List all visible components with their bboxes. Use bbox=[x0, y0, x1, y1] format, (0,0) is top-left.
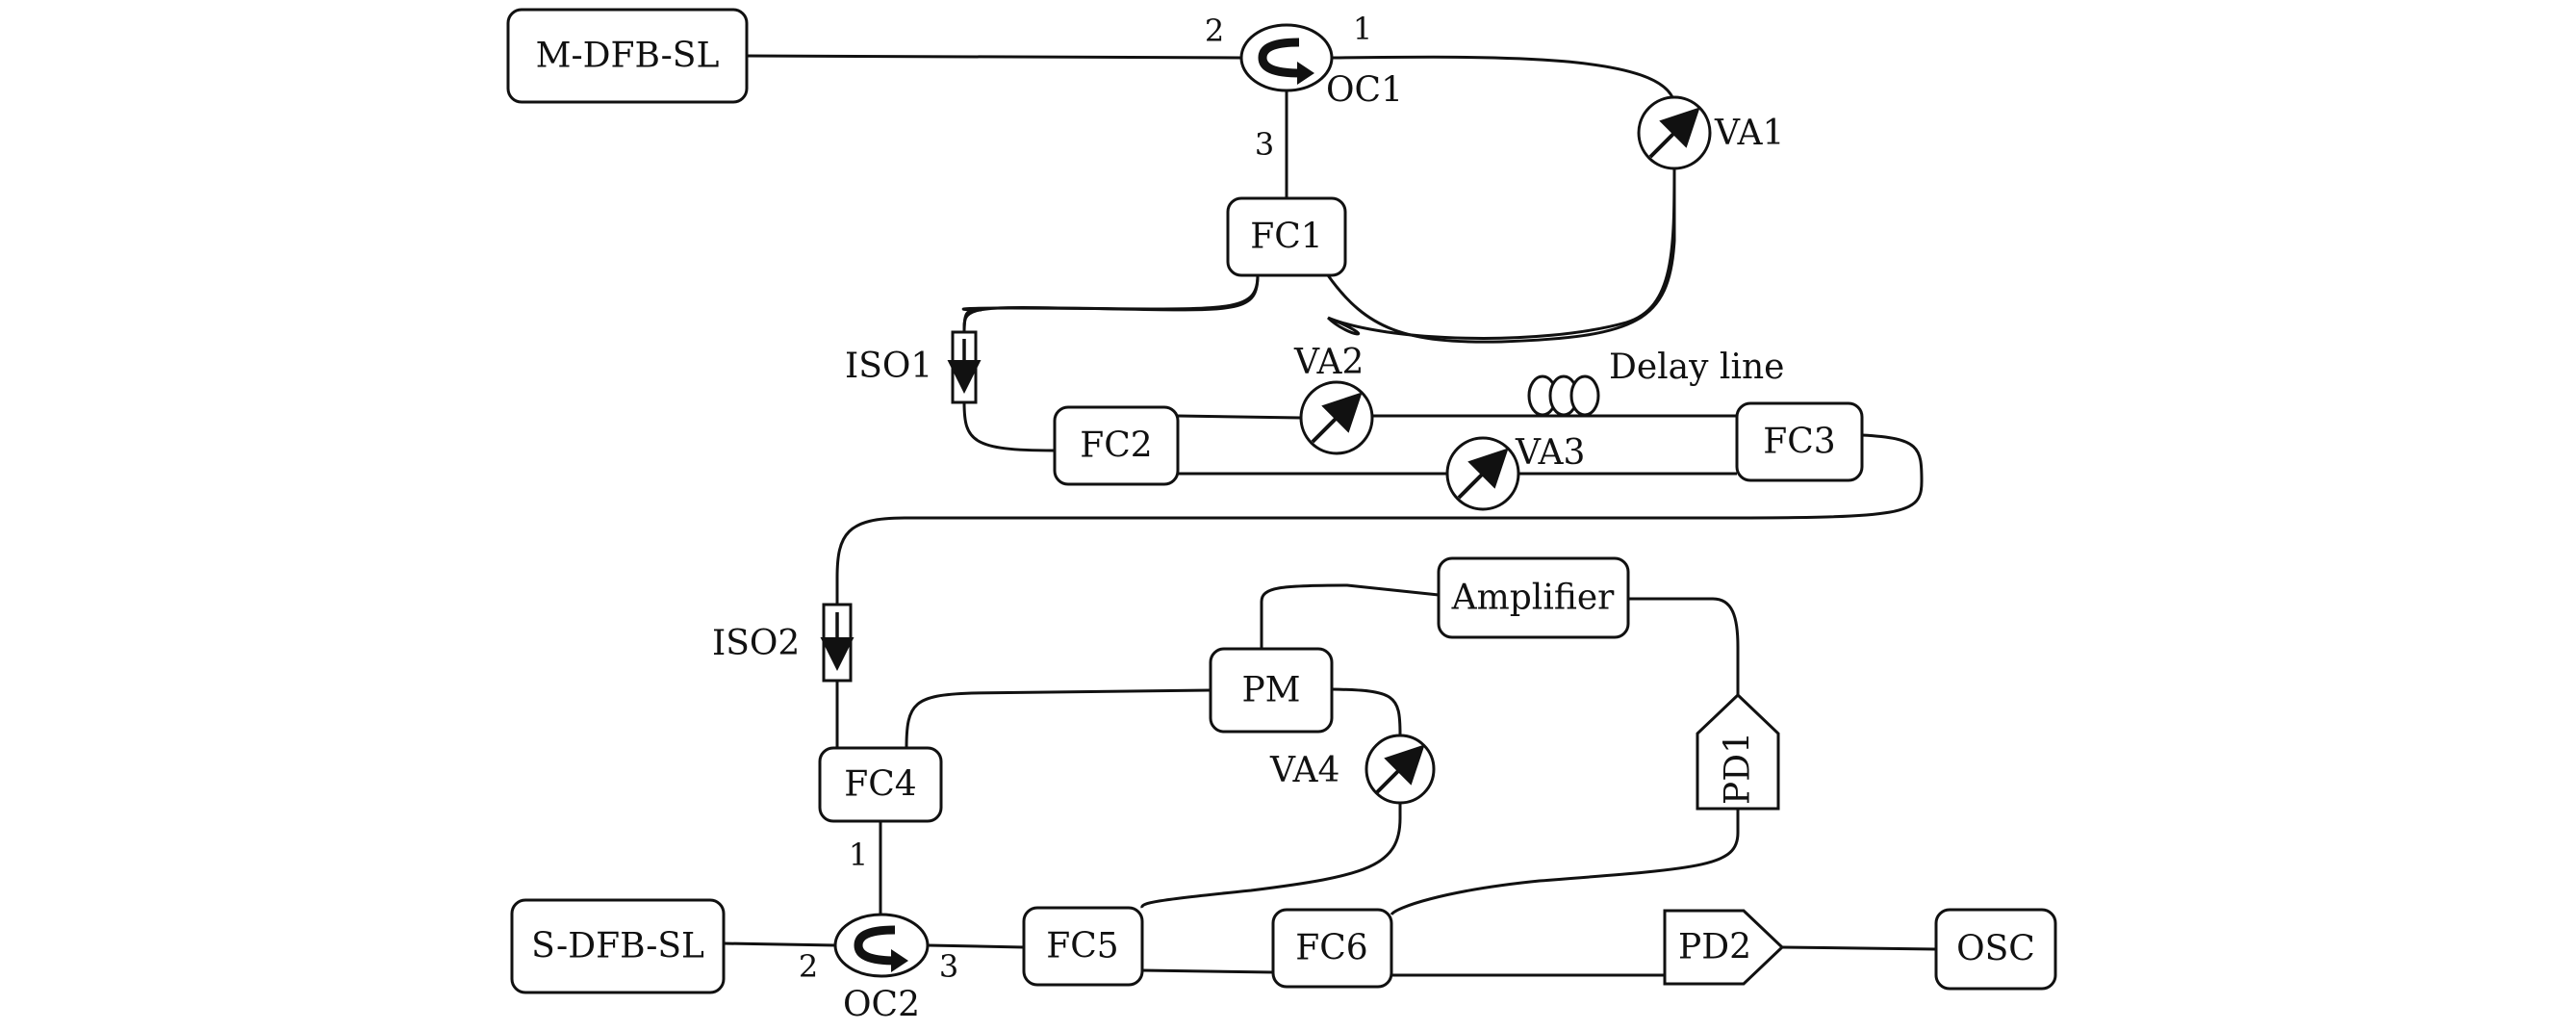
wire-fc2-va2 bbox=[1177, 414, 1302, 420]
fc4-box: FC4 bbox=[818, 746, 943, 823]
wire-fc4-pm bbox=[905, 688, 1211, 749]
osc-box: OSC bbox=[1934, 908, 2057, 991]
wire-fc3-iso2 bbox=[835, 433, 1924, 605]
fc6-label: FC6 bbox=[1295, 929, 1367, 968]
oc1-circulator: OC1 2 1 3 bbox=[1205, 11, 1403, 163]
oc2-port1-label: 1 bbox=[849, 837, 868, 873]
wire-oc1-va1 bbox=[1331, 55, 1676, 104]
wire-va1-fc1 bbox=[1326, 162, 1676, 340]
wire-sdfb-oc2 bbox=[723, 941, 837, 947]
iso2-isolator: ISO2 bbox=[712, 603, 854, 683]
fc5-box: FC5 bbox=[1022, 906, 1144, 987]
wire-va1-fc1-b bbox=[1326, 163, 1676, 344]
wire-fc1-iso1 bbox=[961, 274, 1260, 333]
va4-attenuator: VA4 bbox=[1269, 734, 1436, 805]
s-dfb-sl-box: S-DFB-SL bbox=[510, 898, 726, 994]
osc-label: OSC bbox=[1956, 930, 2035, 969]
oc2-circulator: OC2 1 2 3 bbox=[799, 837, 958, 1025]
wire-pd1-fc6 bbox=[1390, 809, 1740, 916]
wire-fc1-iso1-b bbox=[962, 274, 1260, 333]
oc1-label: OC1 bbox=[1326, 71, 1403, 111]
wire-va4-fc5 bbox=[1140, 802, 1402, 909]
oc1-port2-label: 2 bbox=[1205, 13, 1224, 49]
delay-line-label: Delay line bbox=[1609, 348, 1784, 387]
amplifier-label: Amplifier bbox=[1451, 579, 1616, 618]
connection-wires bbox=[723, 54, 1937, 977]
fc3-label: FC3 bbox=[1763, 423, 1835, 462]
wire-pd2-osc bbox=[1781, 945, 1937, 951]
pd2-detector: PD2 bbox=[1663, 909, 1785, 986]
fc2-label: FC2 bbox=[1080, 426, 1152, 466]
va3-label: VA3 bbox=[1515, 433, 1585, 473]
wire-oc2-fc5 bbox=[927, 943, 1025, 949]
circulator-arrow-icon bbox=[854, 925, 898, 966]
wire-pm-amp bbox=[1260, 583, 1440, 649]
wire-pm-va4 bbox=[1331, 687, 1402, 735]
m-dfb-sl-label: M-DFB-SL bbox=[536, 37, 720, 76]
oc1-port3-label: 3 bbox=[1255, 126, 1274, 163]
fc3-box: FC3 bbox=[1735, 401, 1864, 482]
fc2-box: FC2 bbox=[1053, 405, 1180, 486]
m-dfb-sl-box: M-DFB-SL bbox=[506, 8, 749, 104]
iso1-label: ISO1 bbox=[845, 347, 932, 386]
pm-box: PM bbox=[1209, 647, 1334, 734]
wire-iso1-fc2 bbox=[962, 401, 1055, 452]
iso2-label: ISO2 bbox=[712, 624, 800, 663]
pd1-detector: PD1 bbox=[1696, 692, 1780, 811]
iso1-isolator: ISO1 bbox=[845, 330, 982, 404]
fc1-box: FC1 bbox=[1226, 196, 1347, 277]
va1-label: VA1 bbox=[1714, 114, 1784, 153]
oc2-port3-label: 3 bbox=[939, 948, 958, 985]
wire-mdfb-oc1 bbox=[746, 54, 1242, 60]
wire-fc5-fc6 bbox=[1141, 968, 1274, 974]
amplifier-box: Amplifier bbox=[1437, 556, 1630, 639]
delay-line: Delay line bbox=[1527, 348, 1784, 417]
circulator-arrow-icon bbox=[1258, 38, 1302, 78]
pd2-label: PD2 bbox=[1678, 928, 1751, 967]
pm-label: PM bbox=[1241, 671, 1300, 710]
pd1-label: PD1 bbox=[1719, 732, 1758, 805]
fc1-label: FC1 bbox=[1250, 218, 1322, 257]
va3-attenuator: VA3 bbox=[1445, 433, 1585, 511]
fc5-label: FC5 bbox=[1046, 927, 1118, 967]
oc1-port1-label: 1 bbox=[1353, 11, 1372, 47]
va2-attenuator: VA2 bbox=[1293, 343, 1374, 455]
wire-amp-pd1 bbox=[1628, 597, 1740, 695]
fc4-label: FC4 bbox=[844, 765, 916, 805]
va2-label: VA2 bbox=[1293, 343, 1364, 382]
va1-attenuator: VA1 bbox=[1637, 95, 1784, 170]
s-dfb-sl-label: S-DFB-SL bbox=[531, 927, 704, 967]
oc2-port2-label: 2 bbox=[799, 948, 818, 985]
va4-label: VA4 bbox=[1269, 751, 1339, 790]
oc2-label: OC2 bbox=[843, 986, 920, 1025]
fc6-box: FC6 bbox=[1271, 908, 1393, 989]
